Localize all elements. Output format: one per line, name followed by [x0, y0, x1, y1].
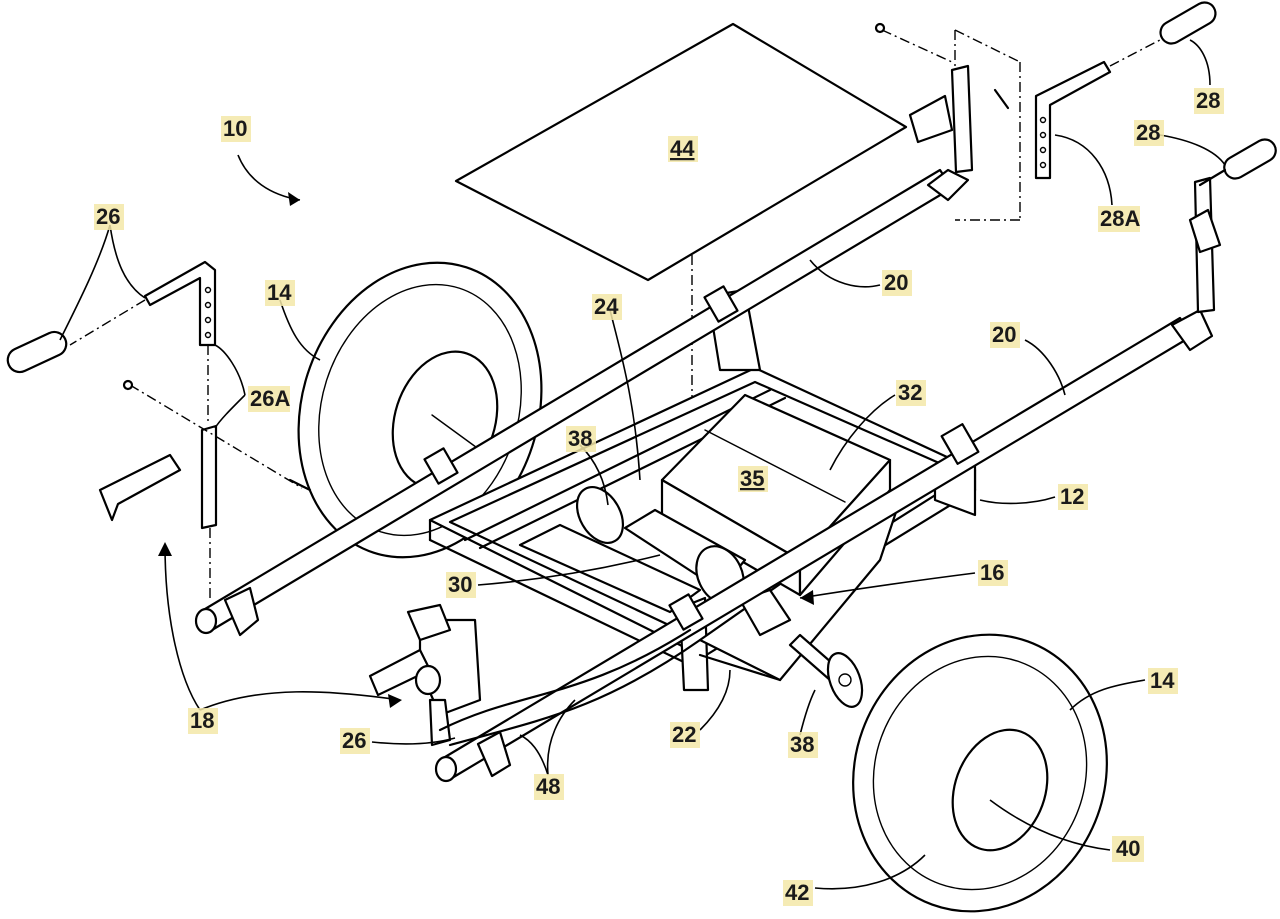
label-20-top: 20 [884, 270, 908, 295]
label-44: 44 [670, 136, 695, 161]
label-22: 22 [672, 722, 696, 747]
reference-labels: 10 26 14 26A 18 26 48 30 38 24 44 35 32 … [94, 88, 1224, 906]
label-30: 30 [448, 572, 472, 597]
label-26-left: 26 [96, 204, 120, 229]
label-42: 42 [785, 880, 809, 905]
label-28: 28 [1136, 120, 1160, 145]
label-14-right: 14 [1150, 668, 1175, 693]
right-uprights [874, 22, 1222, 314]
label-16: 16 [980, 560, 1004, 585]
label-18: 18 [190, 708, 214, 733]
label-10: 10 [223, 116, 247, 141]
label-40: 40 [1116, 836, 1140, 861]
wheel-left [297, 261, 543, 559]
wheel-right [852, 633, 1108, 913]
label-35: 35 [740, 466, 764, 491]
label-28A: 28A [1100, 206, 1140, 231]
battery [660, 393, 892, 597]
cables [438, 628, 702, 747]
handle-controller [368, 603, 482, 747]
bar-rear [194, 168, 970, 637]
hub-assembly [788, 633, 864, 708]
label-26A: 26A [250, 386, 290, 411]
leader-lines [59, 39, 1226, 890]
label-14-left: 14 [267, 280, 292, 305]
label-20-right: 20 [992, 322, 1016, 347]
label-32: 32 [898, 380, 922, 405]
label-38-right: 38 [790, 732, 814, 757]
label-26-front: 26 [342, 728, 366, 753]
handle-left [6, 260, 312, 600]
tube-clamps [423, 285, 980, 631]
label-38-left: 38 [568, 426, 592, 451]
label-12: 12 [1060, 484, 1084, 509]
handle-right [1034, 1, 1277, 187]
label-24: 24 [594, 294, 619, 319]
label-28-top: 28 [1196, 88, 1220, 113]
label-48: 48 [536, 774, 560, 799]
